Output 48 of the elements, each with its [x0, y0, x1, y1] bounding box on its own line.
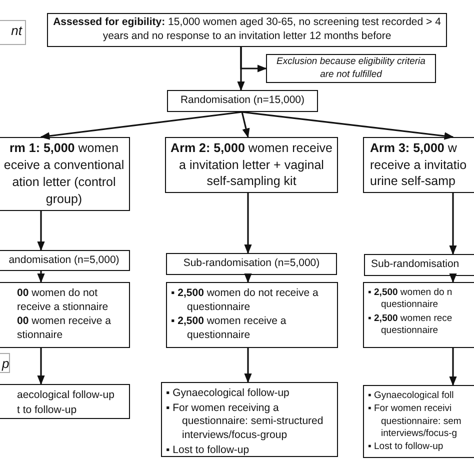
- process-box: [166, 253, 337, 275]
- arrow: [449, 193, 457, 255]
- bullet-list-box: [0, 384, 130, 419]
- list-item: 00 women receive a stionnaire: [16, 315, 112, 343]
- list-item: ▪ Gynaecological follow-up: [166, 387, 290, 401]
- bullet-list-box: [363, 385, 474, 458]
- process-box: [364, 254, 474, 276]
- list-item: ▪ Gynaecological foll: [368, 390, 455, 402]
- section-label: nt: [0, 20, 26, 45]
- arm-box: [363, 137, 474, 193]
- bullet-list-box: [363, 282, 474, 348]
- arrow: [37, 348, 45, 385]
- list-item: aecological follow-up: [16, 389, 116, 403]
- arrow: [244, 273, 252, 283]
- process-box: [0, 250, 130, 271]
- list-item: ▪ 2,500 women receive a questionnaire: [171, 315, 288, 343]
- box-text: Arm 3: 5,000 w receive a invitatio urine self-samp: [370, 140, 468, 190]
- list-item: ▪ Lost to follow-up: [368, 441, 444, 454]
- arrow: [241, 112, 250, 138]
- arrow: [40, 111, 242, 140]
- box-text: Randomisation (n=15,000): [179, 94, 306, 108]
- box-text: Assessed for egibility: 15,000 women aged 30-65, no screening test recorded > 4 years and no response to an invitation letter 12 months before: [52, 16, 442, 44]
- list-item: ▪ For women receiving a questionnaire: semi-structured interviews/focus-group: [166, 402, 324, 443]
- exclusion-box: [266, 54, 436, 83]
- box-text: Arm 2: 5,000 women receive a invitation letter + vaginal self-sampling kit: [170, 140, 333, 190]
- arrow: [37, 271, 45, 283]
- bullet-list-box: [0, 282, 130, 348]
- bullet-list-box: [166, 282, 338, 348]
- box-text: Sub-randomisation (n=5,000): [182, 257, 321, 271]
- box-text: Sub-randomisation: [371, 258, 460, 272]
- list-item: ▪ For women receivi questionnaire: sem interviews/focus-g: [368, 403, 462, 440]
- arrow: [449, 348, 457, 386]
- arrow: [37, 211, 45, 251]
- process-box: [47, 13, 447, 47]
- list-item: ▪ Lost to follow-up: [166, 444, 250, 458]
- arrow: [237, 47, 245, 91]
- list-item: t to follow-up: [16, 404, 78, 418]
- process-box: [167, 90, 318, 112]
- bullet-list-box: [161, 382, 338, 457]
- box-text: andomisation (n=5,000): [8, 254, 120, 268]
- box-text: rm 1: 5,000 women eceive a conventional ation letter (control group): [3, 140, 125, 208]
- list-item: ▪ 2,500 women rece questionnaire: [368, 312, 454, 338]
- arrow: [244, 193, 252, 254]
- arrow: [244, 348, 252, 383]
- section-label: p: [0, 353, 10, 373]
- box-text: Exclusion because eligibility criteria are not fulfilled: [276, 56, 426, 81]
- arrow: [449, 273, 457, 283]
- arrow: [242, 111, 454, 140]
